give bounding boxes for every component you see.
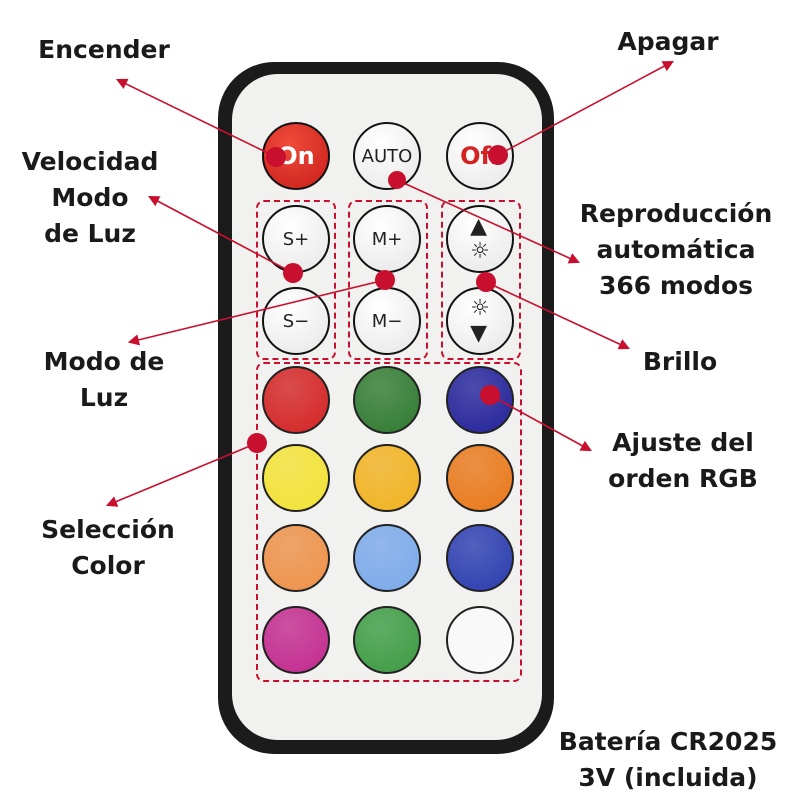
brightness-down-icon: ☼▼ xyxy=(470,296,490,346)
marker-dot xyxy=(388,171,406,189)
color-button[interactable] xyxy=(262,366,330,434)
brightness-down-button[interactable]: ☼▼ xyxy=(446,287,514,355)
color-button[interactable] xyxy=(446,524,514,592)
label-line: automática xyxy=(596,235,756,264)
brightness-up-button[interactable]: ▲☼ xyxy=(446,205,514,273)
marker-dot xyxy=(488,145,508,165)
label-brillo: Brillo xyxy=(642,347,718,376)
label-bateria: Batería CR2025 3V (incluida) xyxy=(559,724,777,796)
marker-dot xyxy=(480,385,500,405)
label-line: 366 modos xyxy=(598,271,754,300)
label-line: Luz xyxy=(79,383,129,412)
label-modo-luz: Modo de Luz xyxy=(44,344,165,416)
marker-dot xyxy=(283,263,303,283)
color-button[interactable] xyxy=(446,444,514,512)
color-button[interactable] xyxy=(353,524,421,592)
speed-group xyxy=(256,200,336,360)
color-button[interactable] xyxy=(262,444,330,512)
color-button[interactable] xyxy=(262,606,330,674)
marker-dot xyxy=(266,147,286,167)
mode-group xyxy=(348,200,428,360)
color-group xyxy=(256,362,522,682)
label-line: 3V (incluida) xyxy=(578,763,758,792)
label-line: Reproducción xyxy=(579,199,773,228)
label-ajuste-rgb: Ajuste del orden RGB xyxy=(608,425,758,497)
label-line: Velocidad xyxy=(21,147,159,176)
label-line: de Luz xyxy=(44,219,136,248)
color-button[interactable] xyxy=(262,524,330,592)
marker-dot xyxy=(476,272,496,292)
brightness-group xyxy=(441,200,521,360)
mode-up-button[interactable]: M+ xyxy=(353,205,421,273)
label-encender: Encender xyxy=(38,35,170,64)
label-line: Ajuste del xyxy=(612,428,754,457)
color-button[interactable] xyxy=(353,366,421,434)
label-line: orden RGB xyxy=(608,464,758,493)
label-reproduccion: Reproducción automática 366 modos xyxy=(580,196,772,304)
color-button[interactable] xyxy=(353,606,421,674)
label-line: Modo de xyxy=(43,347,165,376)
label-line: Selección xyxy=(41,515,175,544)
speed-down-button[interactable]: S− xyxy=(262,287,330,355)
label-apagar: Apagar xyxy=(617,27,719,56)
auto-button[interactable]: AUTO xyxy=(353,122,421,190)
color-button[interactable] xyxy=(446,606,514,674)
label-line: Modo xyxy=(51,183,129,212)
marker-dot xyxy=(375,270,395,290)
marker-dot xyxy=(247,433,267,453)
label-line: Color xyxy=(71,551,145,580)
color-button[interactable] xyxy=(446,366,514,434)
brightness-up-icon: ▲☼ xyxy=(470,214,490,264)
color-button[interactable] xyxy=(353,444,421,512)
label-line: Batería CR2025 xyxy=(558,727,778,756)
mode-down-button[interactable]: M− xyxy=(353,287,421,355)
